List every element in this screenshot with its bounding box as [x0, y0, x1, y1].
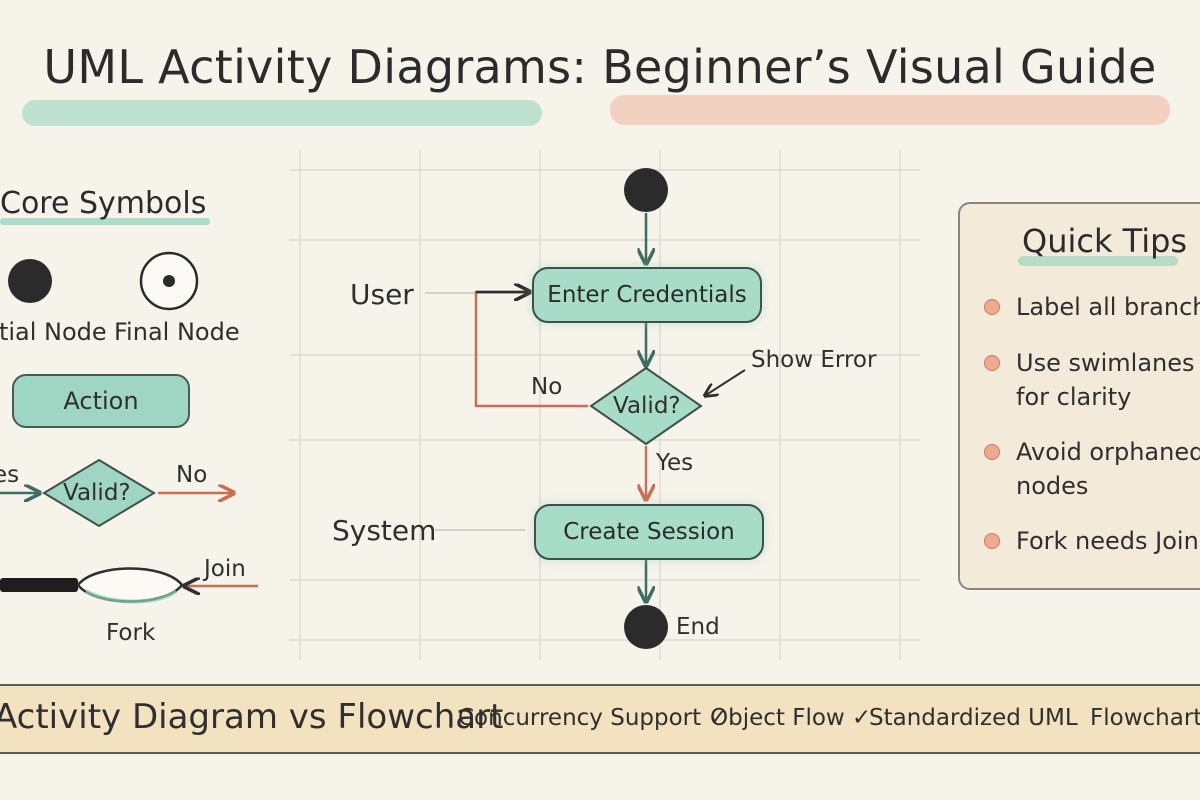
- tip-text-line2: nodes: [1016, 472, 1089, 500]
- quick-tips-underline: [1018, 256, 1178, 266]
- quick-tips-heading: Quick Tips: [1022, 222, 1188, 260]
- end-label: End: [676, 614, 720, 640]
- core-symbols-underline: [0, 218, 210, 225]
- title-container: UML Activity Diagrams: Beginner’s Visual…: [0, 40, 1200, 94]
- bullet-dot-icon: [984, 533, 1000, 549]
- initial-node-label: Initial Node: [0, 318, 107, 346]
- comparison-item: Flowchart: [1090, 705, 1200, 731]
- legend-initial-node: [8, 259, 52, 303]
- title-highlight-right: [610, 95, 1170, 125]
- final-node-label: Final Node: [114, 318, 240, 346]
- legend-fork-tint: [84, 589, 178, 604]
- tip-text: Fork needs Join: [1016, 527, 1199, 555]
- tip-text: Label all branches: [1016, 293, 1200, 321]
- initial-node-label-text: Initial Node: [0, 318, 107, 346]
- comparison-band: [0, 684, 1200, 754]
- core-symbols-heading: Core Symbols: [0, 186, 207, 221]
- legend-fork-bar: [0, 578, 78, 592]
- yes-label: Yes: [656, 450, 694, 476]
- title-highlight-left: [22, 100, 542, 126]
- lane-system-label: System: [332, 514, 437, 547]
- tip-text: Avoid orphaned: [1016, 438, 1200, 466]
- legend-no-label: No: [176, 462, 208, 488]
- comparison-item: Standardized UML: [869, 705, 1078, 731]
- comparison-heading: Activity Diagram vs Flowchart: [0, 697, 504, 737]
- create-session-node: Create Session: [534, 504, 764, 560]
- legend-yes-label: Yes: [0, 462, 20, 488]
- no-label: No: [531, 374, 563, 400]
- lane-user-label: User: [350, 278, 414, 311]
- enter-credentials-node: Enter Credentials: [532, 267, 762, 323]
- bullet-dot-icon: [984, 444, 1000, 460]
- page-title: UML Activity Diagrams: Beginner’s Visual…: [43, 40, 1157, 94]
- decision-diamond: [589, 366, 703, 446]
- decision-label: Valid?: [613, 393, 681, 419]
- tip-text-line2: for clarity: [1016, 383, 1132, 411]
- legend-decision-diamond: [42, 458, 156, 528]
- comparison-item: Concurrency Support ✓: [458, 705, 728, 731]
- quick-tips-panel: [958, 202, 1200, 590]
- legend-final-node-inner: [163, 275, 175, 287]
- tip-text: Use swimlanes: [1016, 349, 1195, 377]
- legend-join-label: Join: [204, 556, 246, 582]
- bullet-dot-icon: [984, 355, 1000, 371]
- comparison-item: Object Flow ✓: [710, 705, 872, 731]
- end-node: [624, 605, 668, 649]
- show-error-arrow: [706, 369, 746, 395]
- bullet-dot-icon: [984, 299, 1000, 315]
- show-error-label: Show Error: [751, 347, 877, 373]
- start-node: [624, 168, 668, 212]
- legend-decision-label: Valid?: [63, 480, 131, 506]
- legend-fork-label: Fork: [106, 620, 156, 646]
- legend-action-node: Action: [12, 374, 190, 428]
